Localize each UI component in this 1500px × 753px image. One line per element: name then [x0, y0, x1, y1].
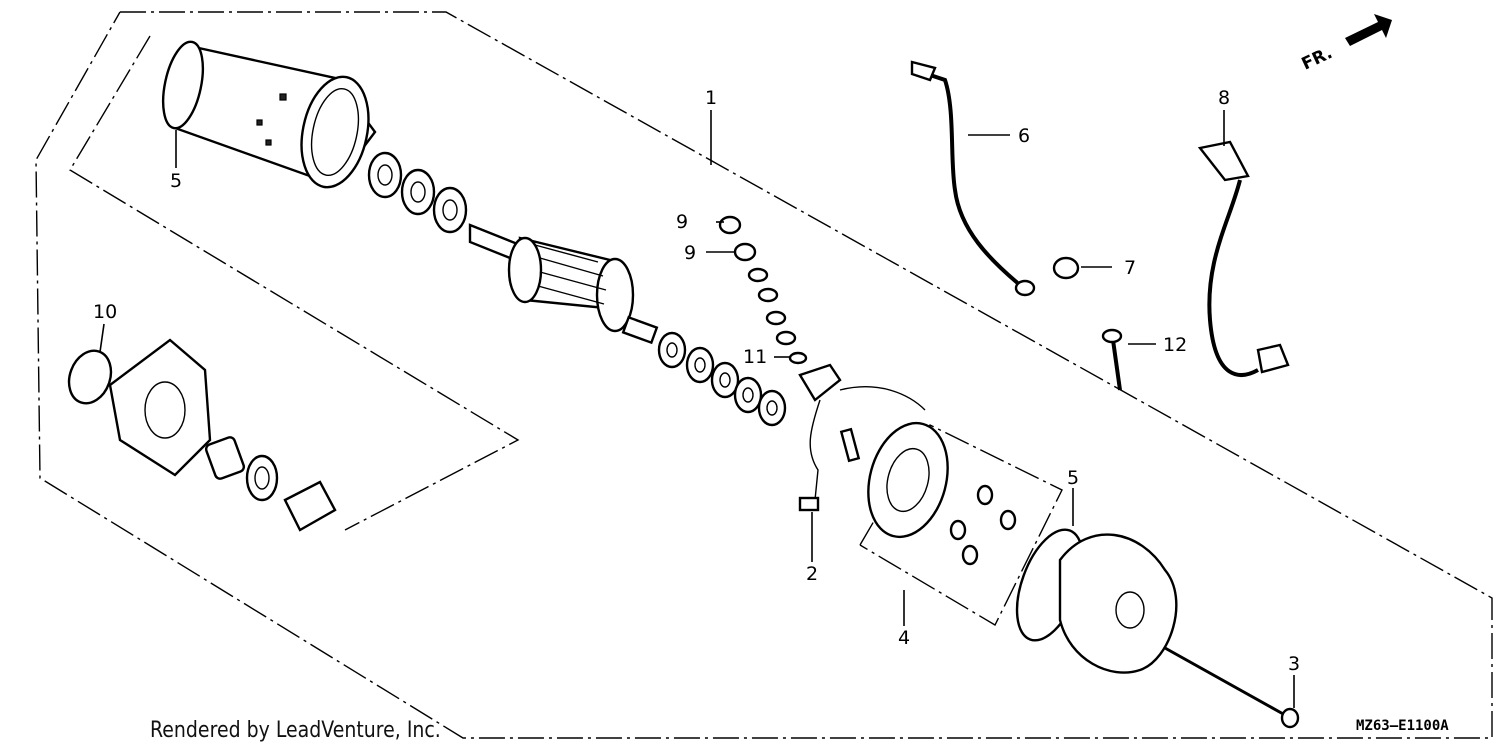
brush-terminal	[798, 363, 926, 512]
callout-9-upper: 9	[676, 211, 688, 233]
credit-text: Rendered by LeadVenture, Inc.	[150, 718, 441, 743]
callout-4: 4	[898, 627, 910, 649]
motor-yoke	[161, 40, 377, 189]
callout-2: 2	[806, 563, 818, 585]
thrust-washers-upper	[367, 151, 468, 234]
callout-5-cover: 5	[1067, 467, 1079, 489]
callout-1: 1	[705, 87, 717, 109]
front-direction-label: FR.	[1299, 43, 1336, 74]
nuts-and-washers	[718, 215, 808, 365]
leader-lines	[99, 110, 1295, 708]
rear-cover	[1015, 528, 1178, 674]
front-bracket-parts	[67, 338, 337, 532]
drawing-code: MZ63—E1100A	[1356, 718, 1449, 734]
front-arrow-icon	[1345, 14, 1392, 46]
armature	[468, 223, 659, 345]
callout-labels: 1 2 3 4 5 5 6 7 8 9 9 10 11 12	[93, 87, 1300, 675]
callout-10: 10	[93, 301, 117, 323]
brush-holder	[867, 421, 1017, 566]
callout-5-yoke: 5	[170, 170, 182, 192]
callout-3: 3	[1288, 653, 1300, 675]
callout-8: 8	[1218, 87, 1230, 109]
callout-7: 7	[1124, 257, 1136, 279]
through-bolt	[1164, 646, 1300, 729]
callout-9-lower: 9	[684, 242, 696, 264]
front-direction-indicator: FR.	[1299, 14, 1392, 75]
callout-12: 12	[1163, 334, 1187, 356]
thrust-washers-lower	[657, 331, 787, 427]
callout-6: 6	[1018, 125, 1030, 147]
cables-and-fasteners	[910, 60, 1290, 391]
callout-11: 11	[743, 346, 767, 368]
